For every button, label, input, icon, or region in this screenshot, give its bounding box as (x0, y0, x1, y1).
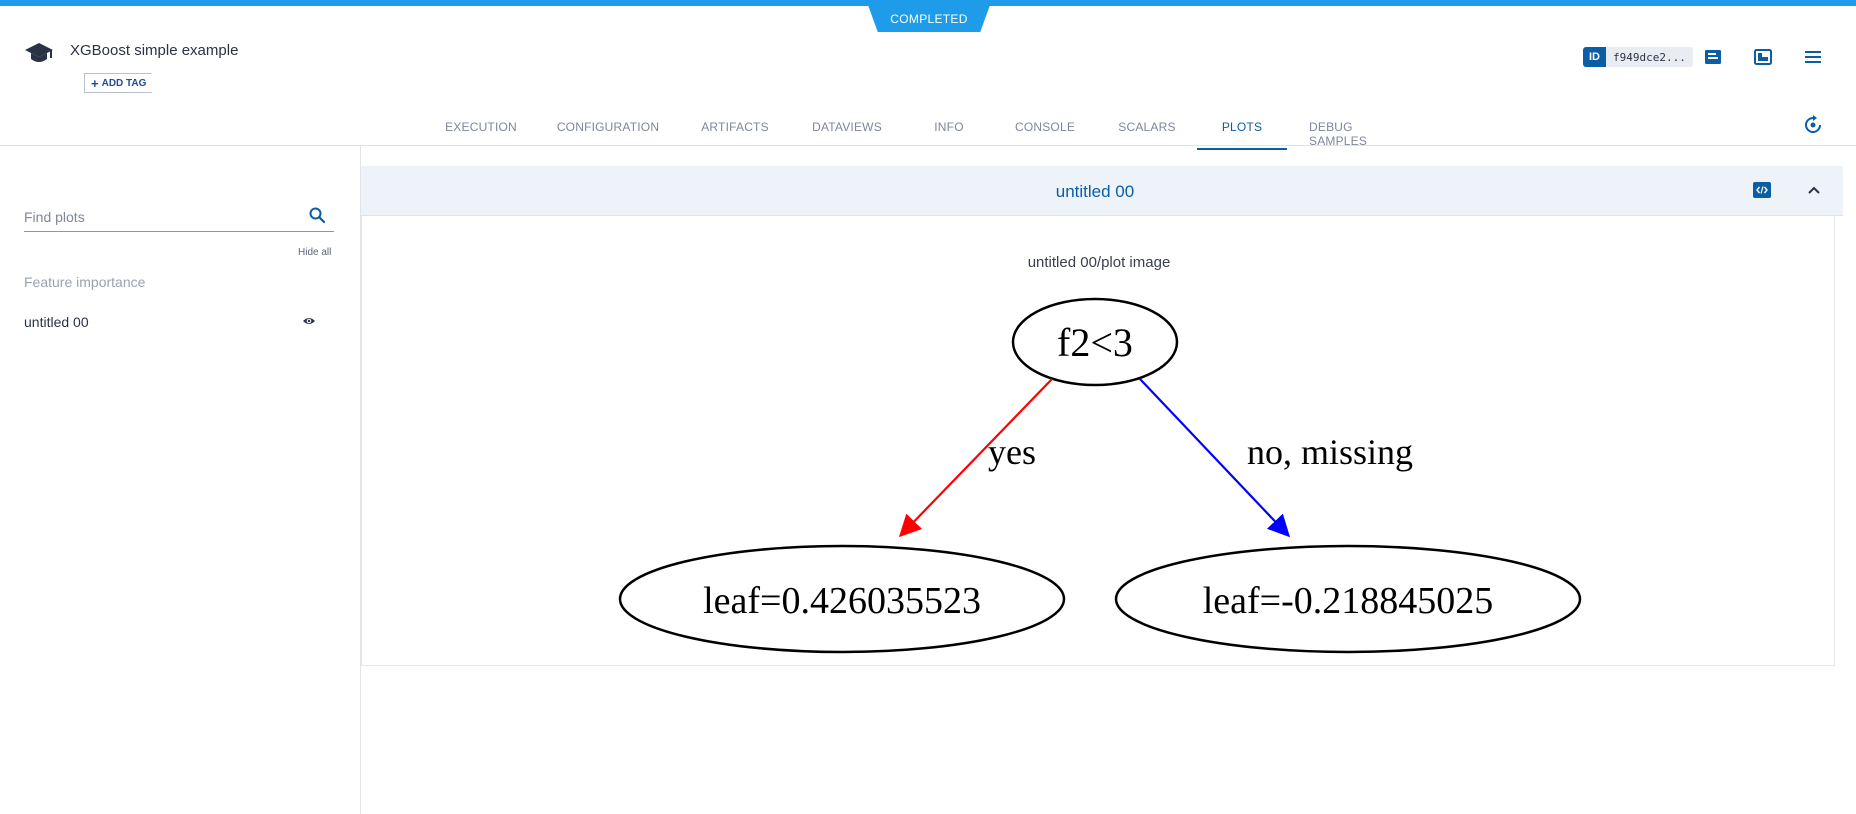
tab-bar: EXECUTION CONFIGURATION ARTIFACTS DATAVI… (0, 104, 1856, 150)
tab-console[interactable]: CONSOLE (1014, 120, 1076, 134)
experiment-header: XGBoost simple example + ADD TAG ID f949… (0, 6, 1856, 150)
plots-sidebar: Hide all Feature importance untitled 00 (0, 146, 361, 814)
menu-icon[interactable] (1802, 46, 1824, 68)
add-tag-label: ADD TAG (101, 77, 147, 89)
status-badge: COMPLETED (868, 5, 990, 32)
refresh-icon[interactable] (1802, 114, 1824, 136)
details-panel-icon[interactable] (1702, 46, 1724, 68)
left-leaf-node (618, 544, 1066, 654)
id-label: ID (1583, 47, 1606, 67)
graduation-cap-icon (25, 43, 53, 62)
experiment-title: XGBoost simple example (70, 42, 239, 59)
add-tag-button[interactable]: + ADD TAG (84, 73, 161, 93)
tab-artifacts[interactable]: ARTIFACTS (701, 120, 769, 134)
search-plots-input[interactable] (24, 202, 334, 232)
tab-execution[interactable]: EXECUTION (445, 120, 517, 134)
section-title: untitled 00 (1055, 182, 1135, 201)
layout-icon[interactable] (1752, 46, 1774, 68)
eye-icon[interactable] (302, 314, 316, 328)
yes-edge-label: yes (988, 432, 1036, 472)
plot-group-label: Feature importance (24, 274, 146, 290)
search-icon[interactable] (308, 206, 326, 224)
no-edge (1139, 378, 1291, 538)
no-edge-label: no, missing (1247, 432, 1413, 472)
right-leaf-node (1114, 544, 1582, 654)
experiment-id-badge[interactable]: ID f949dce2... (1583, 47, 1693, 67)
yes-edge (898, 378, 1053, 538)
plot-list-item[interactable]: untitled 00 (24, 314, 89, 330)
tree-plot-image: f2<3 yes no, missing leaf=0.426035523 le… (618, 297, 1582, 654)
tab-dataviews[interactable]: DATAVIEWS (812, 120, 882, 134)
top-accent-bar (0, 0, 1856, 6)
root-node-label: f2<3 (1057, 320, 1133, 365)
plots-main-area: untitled 00 untitled 00/plot image (361, 146, 1856, 814)
tab-plots[interactable]: PLOTS (1197, 104, 1287, 150)
right-leaf-label: leaf=-0.218845025 (1203, 580, 1494, 622)
plot-section-header: untitled 00 (361, 166, 1843, 216)
plus-icon: + (91, 75, 99, 91)
root-node (1011, 297, 1179, 387)
tab-configuration[interactable]: CONFIGURATION (556, 120, 660, 134)
tab-info[interactable]: INFO (934, 120, 964, 134)
left-leaf-label: leaf=0.426035523 (703, 580, 981, 622)
plot-panel: untitled 00/plot image f2<3 yes no, miss… (361, 216, 1835, 666)
plot-title: untitled 00/plot image (1027, 254, 1171, 271)
code-embed-icon[interactable] (1753, 182, 1771, 198)
chevron-up-icon[interactable] (1806, 182, 1822, 198)
id-value: f949dce2... (1606, 47, 1693, 67)
tab-debug-samples[interactable]: DEBUG SAMPLES (1309, 120, 1368, 148)
tab-scalars[interactable]: SCALARS (1118, 120, 1176, 134)
hide-all-button[interactable]: Hide all (298, 247, 332, 258)
